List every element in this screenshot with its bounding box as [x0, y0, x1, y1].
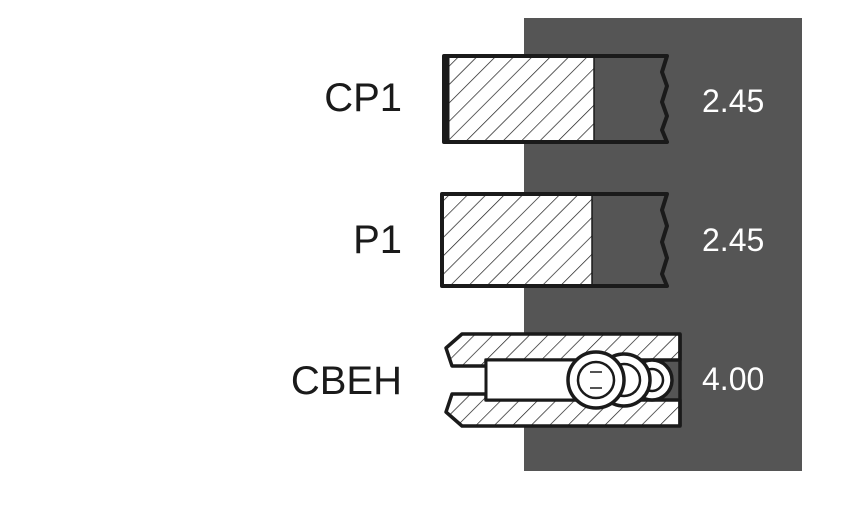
ring-profile-cp1	[442, 54, 669, 144]
ring-width-cbeh: 4.00	[702, 361, 765, 397]
ring-width-p1: 2.45	[702, 222, 765, 258]
ring-width-cp1: 2.45	[702, 83, 765, 119]
ring-profile-cbeh	[444, 332, 682, 428]
ring-label-cbeh: CBEH	[290, 359, 402, 403]
ring-label-cp1: CP1	[324, 76, 402, 120]
ring-profile-p1	[440, 192, 669, 288]
ring-label-p1: P1	[353, 218, 402, 262]
expander-spring	[566, 350, 674, 410]
